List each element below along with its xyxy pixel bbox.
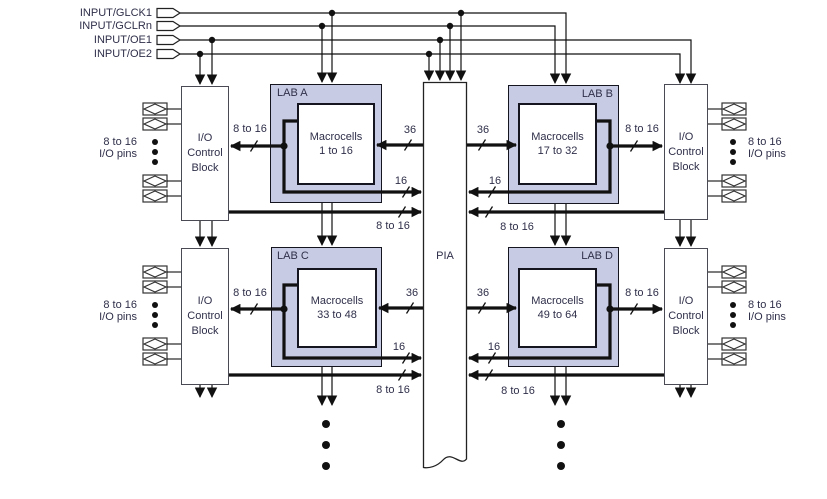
bus16-label: 16 (394, 175, 408, 187)
junction-dot (196, 9, 465, 58)
io-control-block-bottom-left: I/O Control Block (181, 248, 229, 385)
bus36-label: 36 (405, 287, 419, 299)
macrocells-a-title: Macrocells (309, 131, 363, 143)
lab-d-label: LAB D (581, 250, 613, 262)
bus36-label: 36 (476, 287, 490, 299)
macrocells-d-box: Macrocells 49 to 64 (518, 268, 597, 348)
io-pins-label-line1: 8 to 16 (748, 299, 782, 311)
io-pins-label-line2: I/O pins (748, 311, 786, 323)
io-pins-label-line1: 8 to 16 (748, 136, 782, 148)
bus8to16-label: 8 to 16 (233, 287, 267, 299)
lab-a-buses (229, 119, 423, 218)
io-cb-text: I/O (678, 295, 694, 307)
macrocells-a-box: Macrocells 1 to 16 (297, 103, 375, 185)
macrocells-b-range: 17 to 32 (537, 145, 578, 157)
bus8to16-label: 8 to 16 (376, 384, 410, 396)
io-cb-text: I/O (197, 132, 213, 144)
input-pin-icon (156, 7, 181, 60)
io-cb-text: Control (187, 310, 223, 322)
bus8to16-label: 8 to 16 (233, 123, 267, 135)
io-pins-label-line1: 8 to 16 (103, 299, 137, 311)
pia-box (422, 81, 468, 469)
macrocells-d-range: 49 to 64 (537, 309, 578, 321)
io-control-block-top-right: I/O Control Block (664, 84, 708, 220)
io-cb-text: I/O (678, 130, 694, 143)
macrocells-c-range: 33 to 48 (317, 309, 357, 321)
lab-b-buses (467, 119, 664, 218)
macrocells-b-title: Macrocells (531, 131, 584, 143)
lab-c-buses (229, 283, 423, 381)
bus36-label: 36 (476, 124, 490, 136)
bus8to16-label: 8 to 16 (625, 123, 659, 135)
macrocells-a-range: 1 to 16 (319, 145, 353, 157)
io-cb-text: Block (672, 160, 700, 173)
bus36-label: 36 (403, 124, 417, 136)
macrocells-c-title: Macrocells (310, 295, 364, 307)
lab-d-buses (467, 283, 664, 381)
input-label-gclrn: INPUT/GCLRn (79, 20, 152, 32)
io-cb-text: Block (191, 325, 219, 337)
io-pins-label-line1: 8 to 16 (103, 136, 137, 148)
io-control-block-top-left: I/O Control Block (181, 86, 229, 221)
bus8to16-label: 8 to 16 (500, 221, 534, 233)
io-cb-text: I/O (197, 295, 213, 307)
row-pass-wires (194, 203, 697, 407)
io-pins-label-line2: I/O pins (748, 148, 786, 160)
bus-width-slash (249, 139, 639, 381)
input-label-oe2: INPUT/OE2 (93, 48, 152, 60)
macrocells-c-box: Macrocells 33 to 48 (297, 268, 377, 348)
bus8to16-label: 8 to 16 (501, 385, 535, 397)
lab-b-label: LAB B (581, 88, 613, 100)
lab-a-label: LAB A (277, 87, 308, 99)
bus8to16-label: 8 to 16 (376, 220, 410, 232)
continuation-ellipsis-dots (322, 420, 565, 470)
bus16-label: 16 (392, 341, 406, 353)
io-cb-text: Control (668, 310, 704, 322)
bus8to16-label: 8 to 16 (625, 287, 659, 299)
macrocells-b-box: Macrocells 17 to 32 (518, 103, 597, 185)
lab-c-label: LAB C (277, 250, 309, 262)
io-cb-text: Block (672, 325, 700, 337)
input-label-glck1: INPUT/GLCK1 (79, 7, 152, 19)
io-cb-text: Control (187, 147, 223, 159)
input-label-oe1: INPUT/OE1 (93, 34, 152, 46)
macrocells-d-title: Macrocells (531, 295, 584, 307)
pia-label: PIA (436, 250, 454, 262)
pin-ellipsis-dots (152, 139, 736, 328)
input-wires (180, 12, 697, 86)
bus16-label: 16 (487, 341, 501, 353)
io-cb-text: Control (668, 145, 704, 158)
io-control-block-bottom-right: I/O Control Block (664, 248, 708, 385)
io-pins-label-line2: I/O pins (99, 311, 137, 323)
io-pins-label-line2: I/O pins (99, 148, 137, 160)
bus16-label: 16 (488, 175, 502, 187)
io-cb-text: Block (191, 162, 219, 174)
